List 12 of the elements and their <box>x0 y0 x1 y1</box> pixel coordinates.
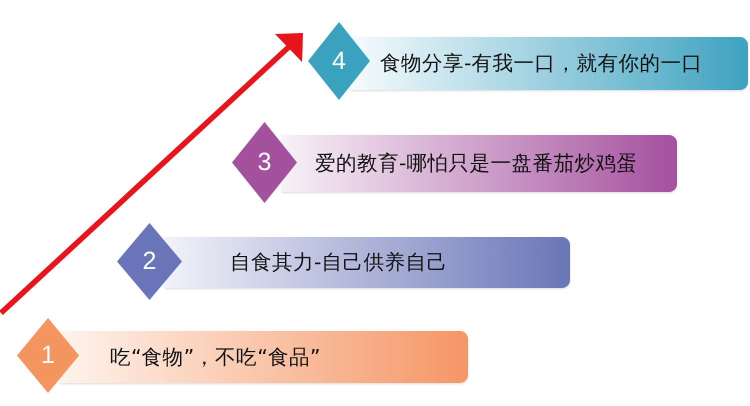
step-label: 食物分享-有我一口，就有你的一口 <box>380 51 702 76</box>
step-number: 1 <box>41 343 55 368</box>
step-bar <box>165 237 570 288</box>
step-label: 爱的教育-哪怕只是一盘番茄炒鸡蛋 <box>315 151 638 176</box>
step-label: 自食其力-自己供养自己 <box>230 250 448 275</box>
step-bar <box>350 37 748 90</box>
step-label: 吃“食物”，不吃“食品” <box>110 344 320 370</box>
step-number: 2 <box>142 249 156 274</box>
step-number: 4 <box>332 48 346 74</box>
step-number: 3 <box>258 150 272 175</box>
step-bar <box>60 331 468 383</box>
step-bar <box>282 135 677 192</box>
